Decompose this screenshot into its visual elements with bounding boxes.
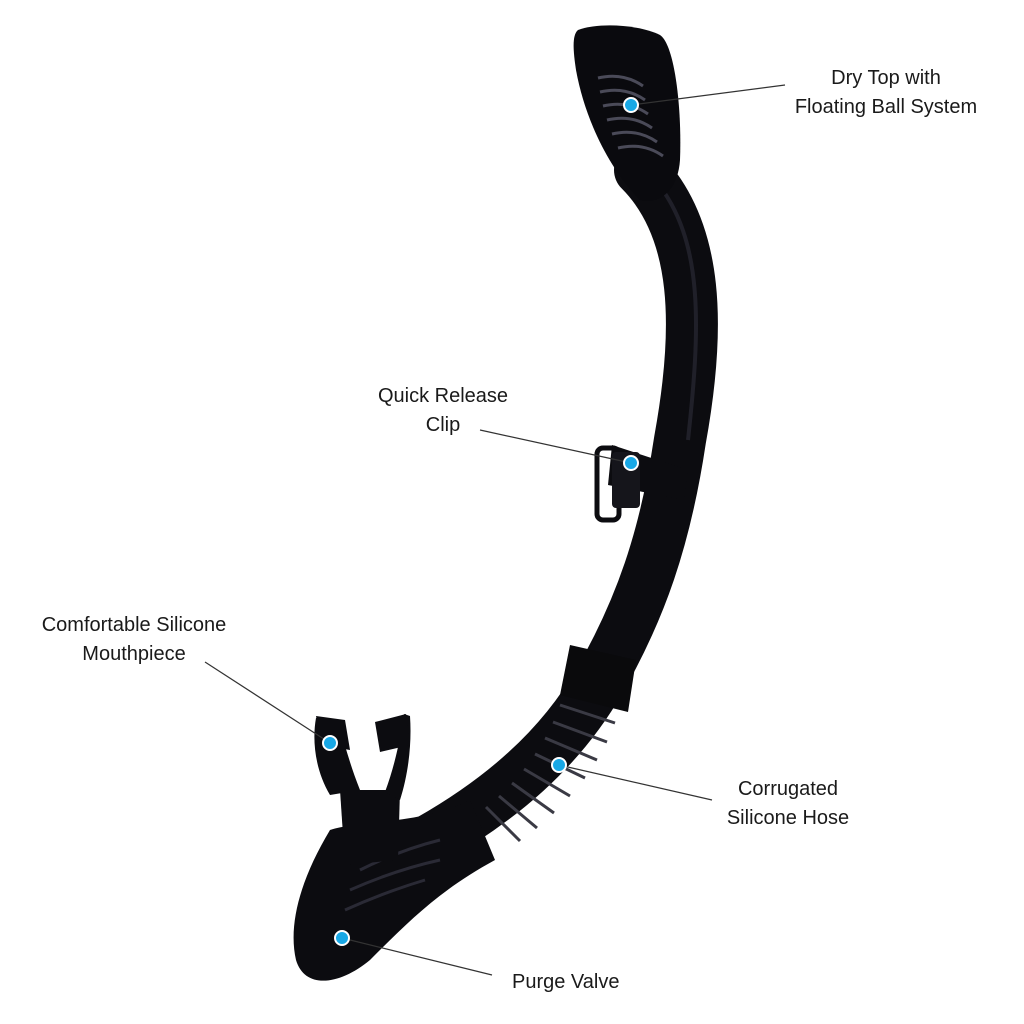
callout-quick-release-clip: Quick Release Clip [373, 382, 513, 440]
callout-dry-top: Dry Top with Floating Ball System [786, 64, 986, 122]
callout-text: Mouthpiece [82, 643, 186, 665]
marker-dot-corrugated-hose [551, 757, 567, 773]
callout-mouthpiece: Comfortable Silicone Mouthpiece [28, 611, 240, 669]
hose-connector [560, 645, 636, 712]
callout-text: Clip [425, 414, 461, 436]
marker-dot-quick-release-clip [623, 455, 639, 471]
callout-text: Floating Ball System [794, 96, 978, 118]
leader-lines [204, 84, 786, 976]
marker-dot-mouthpiece [322, 735, 338, 751]
marker-dot-purge-valve [334, 930, 350, 946]
callout-text: Corrugated [737, 778, 839, 800]
callout-corrugated-hose: Corrugated Silicone Hose [718, 775, 858, 833]
callout-text: Comfortable Silicone [41, 614, 227, 636]
callout-text: Silicone Hose [726, 807, 850, 829]
dry-top [573, 25, 681, 201]
callout-text: Quick Release [377, 385, 509, 407]
marker-dot-dry-top [623, 97, 639, 113]
callout-purge-valve: Purge Valve [512, 968, 619, 997]
callout-text: Purge Valve [512, 971, 620, 993]
callout-text: Dry Top with [831, 67, 941, 89]
